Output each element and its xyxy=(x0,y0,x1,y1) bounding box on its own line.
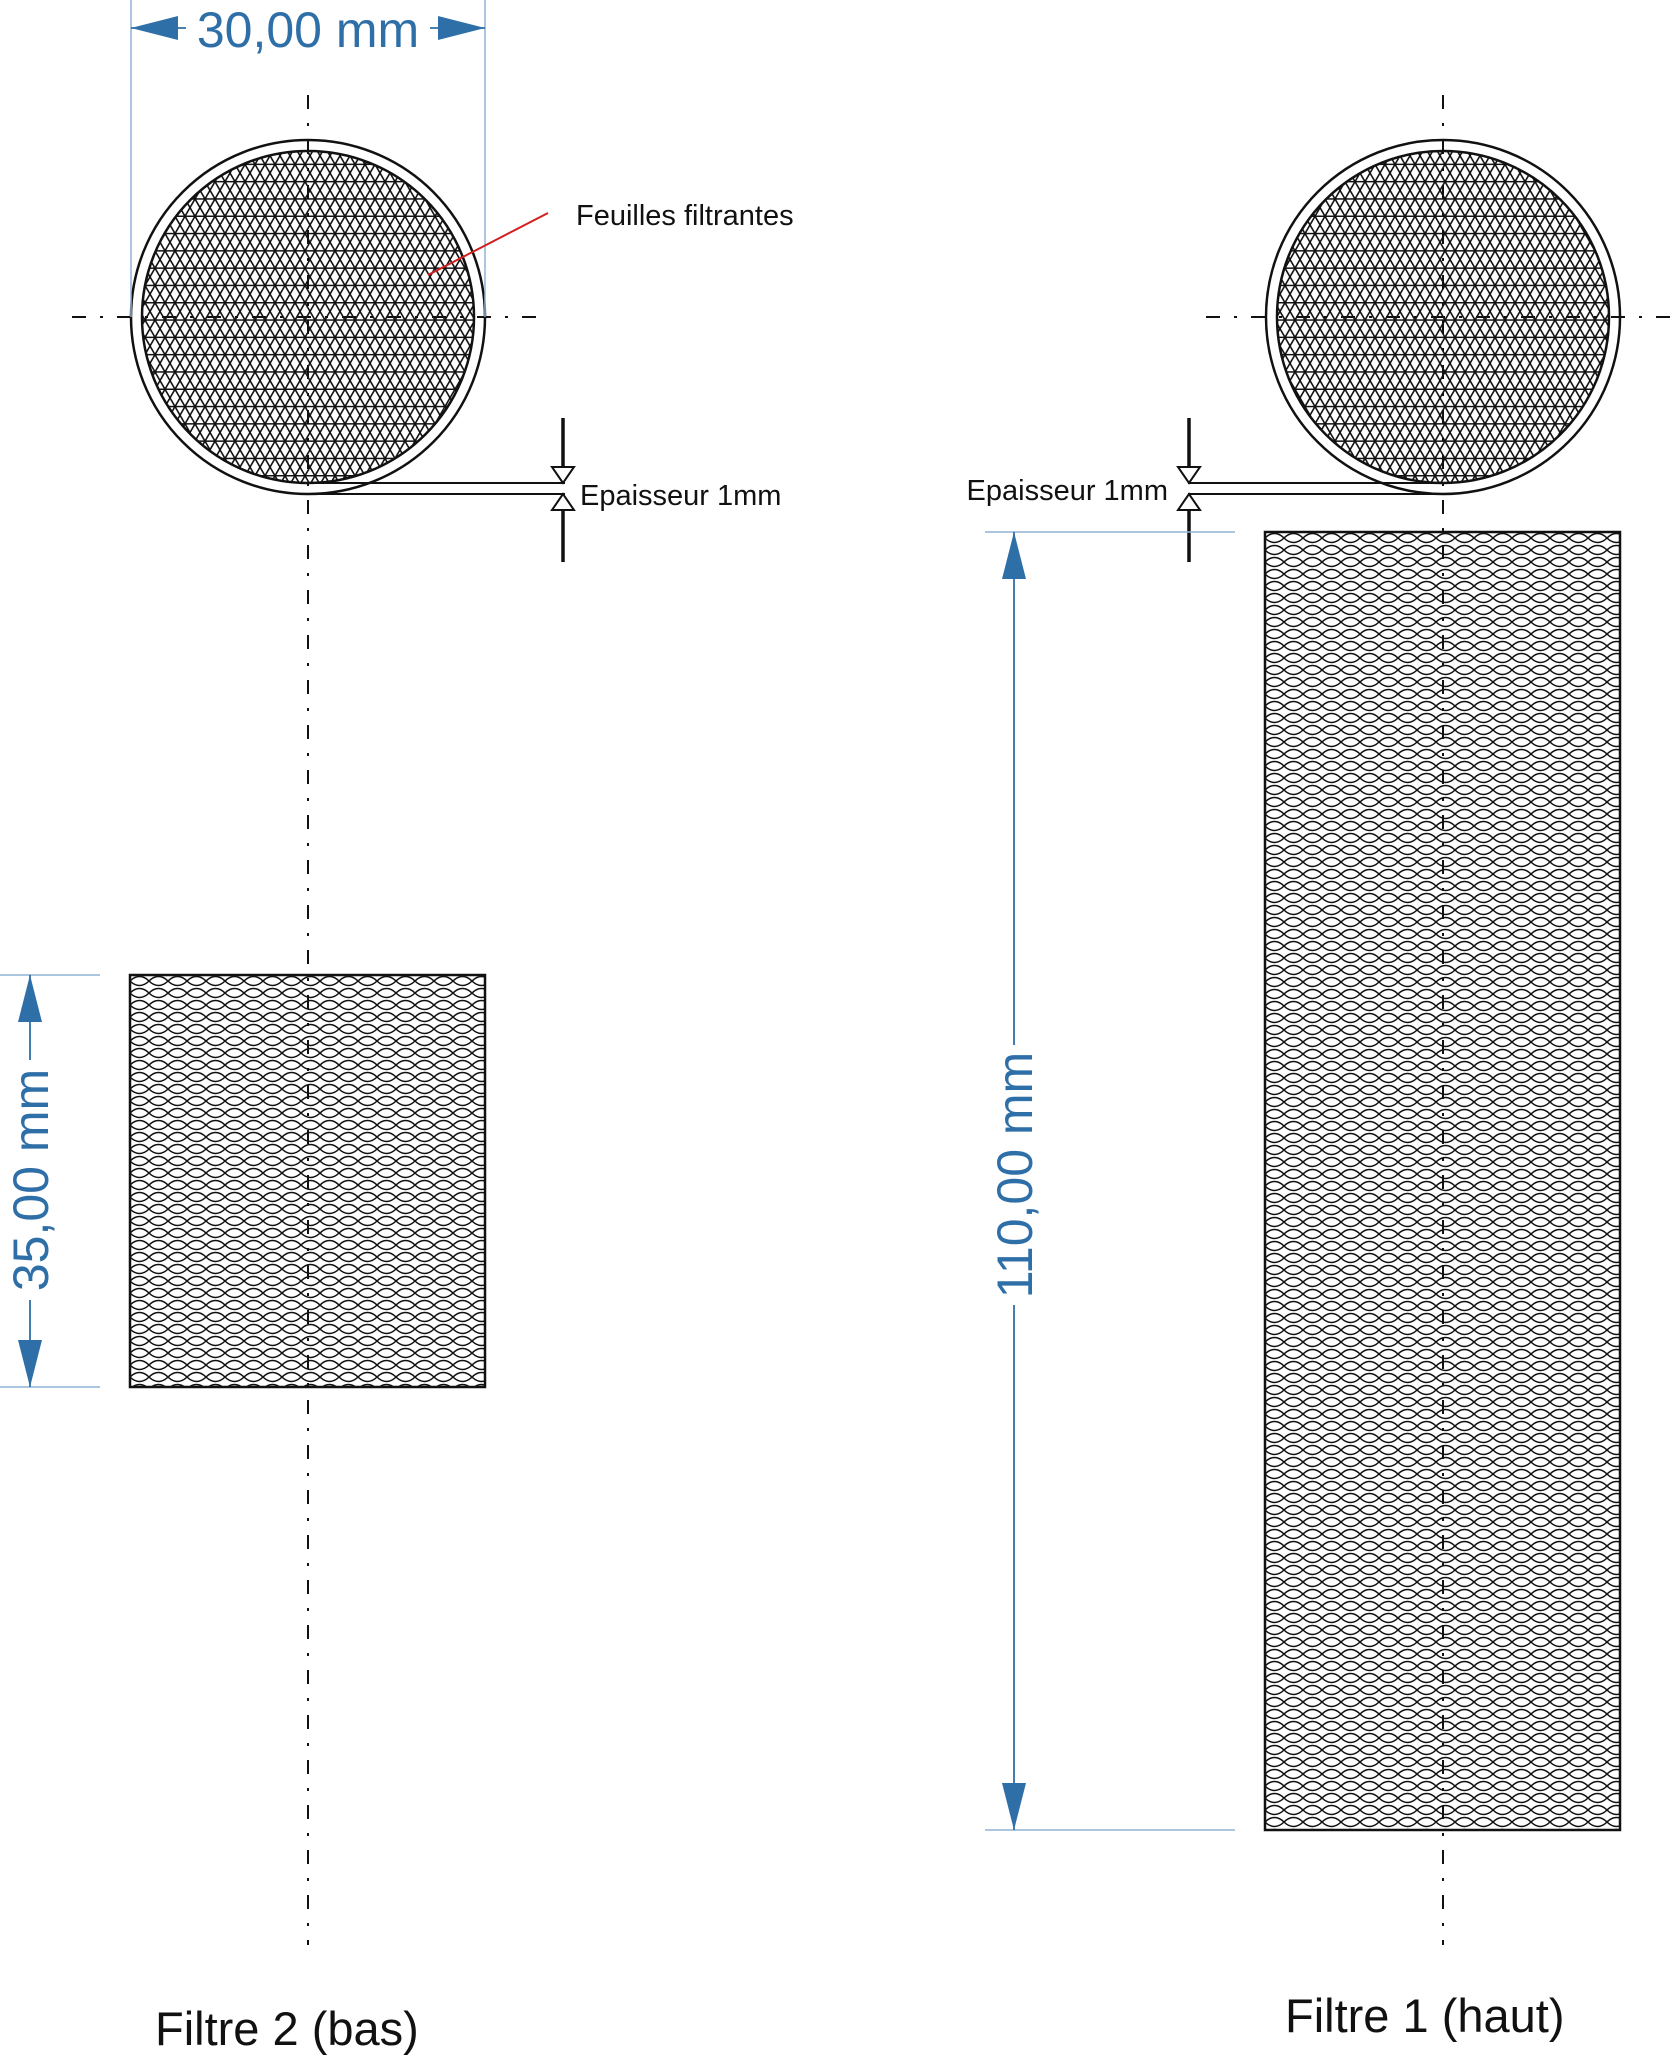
filter-1-drawing: Epaisseur 1mm 110,00 mm Filtre 1 (haut) xyxy=(967,95,1676,2042)
right-side-view-outline xyxy=(1263,530,1622,1832)
left-side-view xyxy=(128,973,487,1389)
thickness-left-arrow-top xyxy=(550,466,576,485)
filter-sheets-callout: Feuilles filtrantes xyxy=(427,200,794,276)
thickness-right-arrow-bottom xyxy=(1176,492,1202,511)
height-left-arrow-top xyxy=(18,975,42,1022)
height-left-arrow-bottom xyxy=(18,1340,42,1387)
thickness-left-label: Epaisseur 1mm xyxy=(580,480,781,512)
height-left-label: 35,00 mm xyxy=(3,1069,59,1291)
height-right-label: 110,00 mm xyxy=(987,1052,1043,1298)
right-end-view xyxy=(1264,138,1622,496)
right-side-view-mesh xyxy=(1265,532,1620,1830)
right-side-view xyxy=(1263,530,1622,1832)
left-side-view-mesh xyxy=(130,975,485,1387)
height-right-arrow-top xyxy=(1002,532,1026,579)
thickness-indicator-left: Epaisseur 1mm xyxy=(308,418,781,562)
filter-1-caption: Filtre 1 (haut) xyxy=(1285,1989,1564,2042)
height-right-label-bg xyxy=(988,1045,1040,1305)
thickness-right-arrow-top xyxy=(1176,466,1202,485)
filter-sheets-leader xyxy=(427,212,549,276)
height-left-label-bg xyxy=(5,1060,57,1300)
filter-sheets-label: Feuilles filtrantes xyxy=(576,200,794,232)
left-end-view xyxy=(129,138,487,496)
filter-2-drawing: 30,00 mm Feuilles filtrantes Epaisseur 1… xyxy=(0,0,794,2055)
height-right-arrow-bottom xyxy=(1002,1783,1026,1830)
diameter-arrow-right xyxy=(438,16,485,40)
diameter-dimension: 30,00 mm xyxy=(130,0,486,317)
filter-2-caption: Filtre 2 (bas) xyxy=(155,2002,419,2055)
right-end-view-mesh xyxy=(1277,151,1609,483)
left-side-view-outline xyxy=(128,973,487,1389)
height-dimension-right: 110,00 mm xyxy=(985,531,1235,1831)
thickness-left-arrow-bottom xyxy=(550,492,576,511)
left-end-view-mesh xyxy=(142,151,474,483)
height-dimension-left: 35,00 mm xyxy=(0,974,100,1388)
thickness-indicator-right: Epaisseur 1mm xyxy=(967,418,1443,562)
diameter-label-bg xyxy=(186,0,430,58)
thickness-right-label: Epaisseur 1mm xyxy=(967,475,1168,507)
diameter-arrow-left xyxy=(131,16,178,40)
diameter-label: 30,00 mm xyxy=(197,2,419,58)
